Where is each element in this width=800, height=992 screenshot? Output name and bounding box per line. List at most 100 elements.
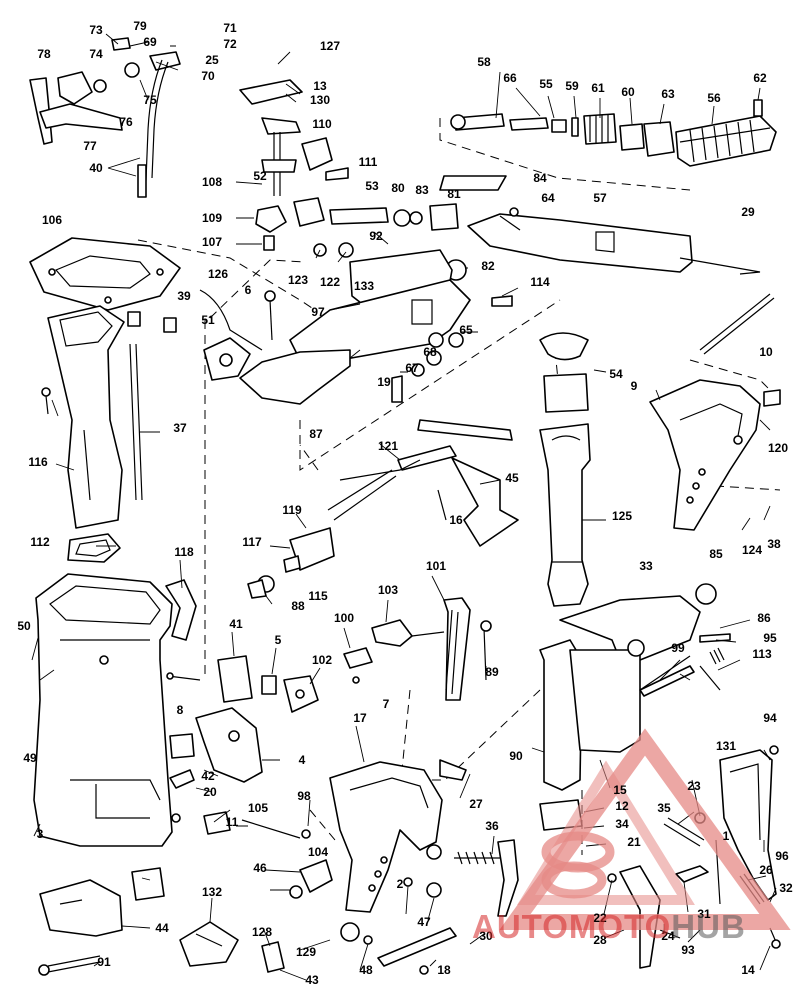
- callout-119: 119: [282, 503, 302, 517]
- callout-116: 116: [28, 455, 48, 469]
- callout-81: 81: [447, 187, 461, 201]
- callout-45: 45: [505, 471, 519, 485]
- callout-39: 39: [177, 289, 191, 303]
- callout-22: 22: [593, 911, 607, 925]
- callout-31: 31: [697, 907, 711, 921]
- callout-10: 10: [759, 345, 773, 359]
- callout-1: 1: [723, 829, 730, 843]
- watermark-text: AUTOMOTOHUB: [472, 908, 800, 948]
- callout-64: 64: [541, 191, 555, 205]
- callout-86: 86: [757, 611, 771, 625]
- callout-30: 30: [479, 929, 493, 943]
- callout-123: 123: [288, 273, 308, 287]
- callout-133: 133: [354, 279, 374, 293]
- callout-130: 130: [310, 93, 330, 107]
- callout-102: 102: [312, 653, 332, 667]
- steering-bracket-parts: [239, 79, 467, 281]
- callout-36: 36: [485, 819, 499, 833]
- leader-lines: [31, 33, 777, 981]
- callout-105: 105: [248, 801, 268, 815]
- callout-69: 69: [143, 35, 157, 49]
- callout-115: 115: [308, 589, 328, 603]
- callout-51: 51: [201, 313, 215, 327]
- watermark-brand-main: AUTOMOTO: [472, 908, 672, 945]
- callout-5: 5: [275, 633, 282, 647]
- callout-73: 73: [89, 23, 103, 37]
- callout-97: 97: [311, 305, 325, 319]
- callout-103: 103: [378, 583, 398, 597]
- callout-121: 121: [378, 439, 398, 453]
- clamp-bracket-45: [649, 257, 781, 531]
- callout-95: 95: [763, 631, 777, 645]
- tiller-handle-group: [439, 99, 777, 273]
- callout-77: 77: [83, 139, 97, 153]
- callout-6: 6: [245, 283, 252, 297]
- callout-80: 80: [391, 181, 405, 195]
- callout-53: 53: [365, 179, 379, 193]
- callout-107: 107: [202, 235, 222, 249]
- callout-35: 35: [657, 801, 671, 815]
- callout-56: 56: [707, 91, 721, 105]
- callout-13: 13: [313, 79, 327, 93]
- callout-42: 42: [201, 769, 215, 783]
- callout-17: 17: [353, 711, 367, 725]
- callout-57: 57: [593, 191, 607, 205]
- callout-66: 66: [503, 71, 517, 85]
- gasket-plate: [29, 237, 181, 311]
- callout-70: 70: [201, 69, 215, 83]
- callout-8: 8: [177, 703, 184, 717]
- callout-59: 59: [565, 79, 579, 93]
- callout-75: 75: [143, 93, 157, 107]
- callout-68: 68: [423, 345, 437, 359]
- callout-87: 87: [309, 427, 323, 441]
- callout-71: 71: [223, 21, 237, 35]
- callout-25: 25: [205, 53, 219, 67]
- callout-18: 18: [437, 963, 451, 977]
- stern-bracket-20: [539, 583, 731, 791]
- callout-104: 104: [308, 845, 328, 859]
- callout-34: 34: [615, 817, 629, 831]
- callout-16: 16: [449, 513, 463, 527]
- callout-127: 127: [320, 39, 340, 53]
- callout-74: 74: [89, 47, 103, 61]
- callout-54: 54: [609, 367, 623, 381]
- rubber-mount-38: [67, 533, 121, 563]
- callout-94: 94: [763, 711, 777, 725]
- callout-55: 55: [539, 77, 553, 91]
- callout-9: 9: [631, 379, 638, 393]
- callout-15: 15: [613, 783, 627, 797]
- callout-63: 63: [661, 87, 675, 101]
- callout-3: 3: [37, 827, 44, 841]
- callout-41: 41: [229, 617, 243, 631]
- callout-52: 52: [253, 169, 267, 183]
- callout-109: 109: [202, 211, 222, 225]
- callout-113: 113: [752, 647, 772, 661]
- callout-90: 90: [509, 749, 523, 763]
- callout-48: 48: [359, 963, 373, 977]
- callout-99: 99: [671, 641, 685, 655]
- callout-125: 125: [612, 509, 632, 523]
- callout-106: 106: [42, 213, 62, 227]
- callout-38: 38: [767, 537, 781, 551]
- callout-122: 122: [320, 275, 340, 289]
- callout-32: 32: [779, 881, 793, 895]
- callout-49: 49: [23, 751, 37, 765]
- callout-14: 14: [741, 963, 755, 977]
- callout-111: 111: [359, 155, 378, 169]
- callout-23: 23: [687, 779, 701, 793]
- callout-2: 2: [397, 877, 404, 891]
- callout-65: 65: [459, 323, 473, 337]
- shift-rod: [403, 839, 519, 917]
- callout-85: 85: [709, 547, 723, 561]
- stern-tube: [539, 332, 591, 607]
- wiring-and-fasteners: [41, 289, 276, 501]
- callout-91: 91: [97, 955, 111, 969]
- callout-7: 7: [383, 697, 390, 711]
- callout-92: 92: [369, 229, 383, 243]
- callout-33: 33: [639, 559, 653, 573]
- callout-44: 44: [155, 921, 169, 935]
- callout-62: 62: [753, 71, 767, 85]
- shift-linkage: [343, 597, 691, 701]
